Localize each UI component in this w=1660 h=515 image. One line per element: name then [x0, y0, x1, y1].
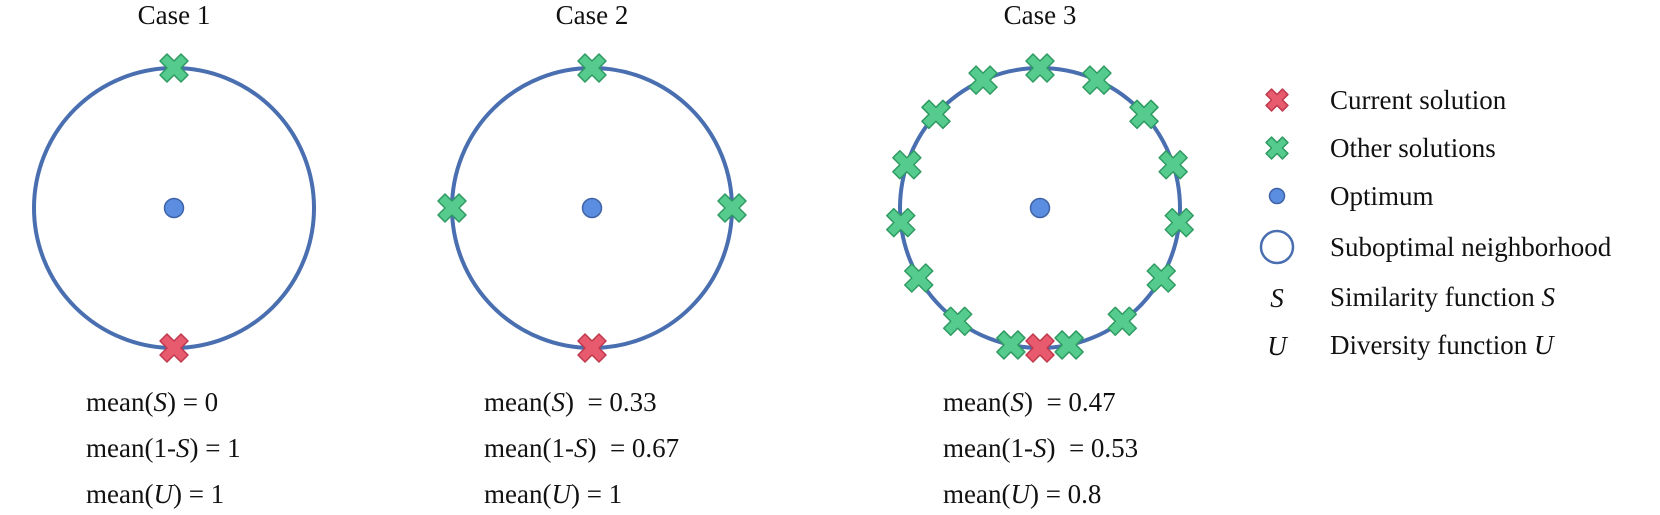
formula-line: mean(1-S) = 0.67 — [484, 433, 679, 463]
formula-line: mean(U) = 1 — [484, 479, 622, 509]
case-1-formulas: mean(S) = 0 mean(1-S) = 1 mean(U) = 1 — [86, 387, 241, 509]
legend-label: Diversity function U — [1330, 330, 1555, 360]
optimum-legend-icon — [1268, 187, 1286, 205]
legend-item: Suboptimal neighborhood — [1259, 229, 1612, 265]
legend-item: Optimum — [1268, 181, 1434, 211]
other-solution-marker — [1129, 99, 1159, 130]
case-3-formulas: mean(S) = 0.47 mean(1-S) = 0.53 mean(U) = … — [943, 387, 1138, 509]
case-3-title: Case 3 — [1004, 0, 1077, 30]
case-2-formulas: mean(S) = 0.33 mean(1-S) = 0.67 mean(U) = … — [484, 387, 679, 509]
other-solution-marker — [1082, 65, 1112, 95]
formula-line: mean(S) = 0 — [86, 387, 218, 417]
other-solution-marker — [921, 99, 951, 130]
case-3-neighborhood — [886, 53, 1194, 363]
legend-label: Similarity function S — [1330, 282, 1555, 312]
optimum-dot — [163, 197, 185, 219]
legend-label: Other solutions — [1330, 133, 1496, 163]
case-1-group: Case 1 mean(S) = 0 mean(1-S) = 1 mean(U) =… — [32, 0, 316, 509]
other-solution-marker — [904, 263, 934, 293]
legend-item: S Similarity function S — [1270, 282, 1555, 313]
other-solution-marker — [968, 65, 998, 95]
function-symbol: S — [1270, 283, 1284, 313]
formula-line: mean(U) = 1 — [86, 479, 224, 509]
case-1-title: Case 1 — [138, 0, 211, 30]
case-2-neighborhood — [437, 53, 747, 363]
formula-line: mean(S) = 0.47 — [943, 387, 1116, 417]
other-solution-legend-icon — [1265, 136, 1289, 160]
formula-line: mean(U) = 0.8 — [943, 479, 1101, 509]
legend-label: Optimum — [1330, 181, 1434, 211]
formula-line: mean(1-S) = 0.53 — [943, 433, 1138, 463]
current-solution-legend-icon — [1265, 88, 1289, 112]
other-solution-marker — [1146, 263, 1176, 293]
other-solution-marker — [942, 306, 973, 337]
other-solution-marker — [1158, 149, 1188, 180]
formula-line: mean(1-S) = 1 — [86, 433, 241, 463]
legend-item: U Diversity function U — [1267, 330, 1555, 361]
other-solution-marker — [892, 149, 922, 180]
legend-item: Current solution — [1265, 85, 1507, 115]
legend-label: Current solution — [1330, 85, 1507, 115]
function-symbol: U — [1267, 331, 1288, 361]
other-solution-marker — [1107, 306, 1138, 337]
legend-label: Suboptimal neighborhood — [1330, 232, 1612, 262]
case-1-neighborhood — [32, 53, 316, 363]
case-2-title: Case 2 — [556, 0, 629, 30]
neighborhood-legend-icon — [1259, 229, 1295, 265]
optimum-dot — [581, 197, 603, 219]
optimum-dot — [1029, 197, 1051, 219]
legend-item: Other solutions — [1265, 133, 1496, 163]
formula-line: mean(S) = 0.33 — [484, 387, 657, 417]
